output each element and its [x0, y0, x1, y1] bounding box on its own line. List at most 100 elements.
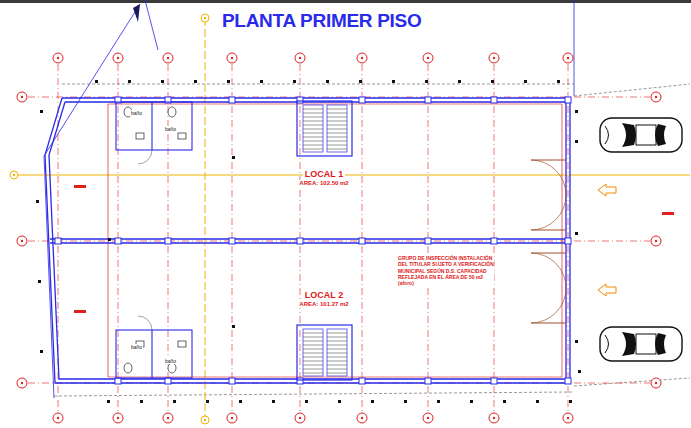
column [359, 97, 365, 103]
level-mark [437, 400, 440, 403]
stair-tread [327, 369, 347, 370]
car-symbol [600, 327, 682, 361]
level-mark [305, 400, 308, 403]
sidewalk-line [54, 392, 574, 396]
stair-tread [303, 369, 323, 370]
grid-bubble [17, 378, 27, 388]
toilet-symbol [124, 363, 132, 373]
grid-bubble-dot [427, 417, 429, 419]
grid-bubble [489, 413, 499, 423]
level-mark [232, 156, 235, 159]
grid-bubble-dot [299, 417, 301, 419]
level-mark [36, 200, 39, 203]
level-mark [524, 80, 527, 83]
room-label: LOCAL 2AREA: 101.27 m2 [297, 290, 350, 307]
stair-tread [327, 145, 347, 146]
grid-bubble-dot [167, 417, 169, 419]
bathroom-wall [151, 102, 152, 150]
yellow-bubble [201, 416, 209, 424]
level-mark [578, 370, 581, 373]
stair-tread [327, 337, 347, 338]
column [425, 97, 431, 103]
grid-bubble [651, 378, 661, 388]
room-name: LOCAL 1 [303, 169, 345, 179]
bathroom-wall [116, 102, 192, 150]
property-line [44, 4, 140, 398]
level-mark [194, 80, 197, 83]
level-mark [575, 140, 578, 143]
column [491, 238, 497, 244]
sidewalk-line [574, 84, 690, 96]
grid-bubble-dot [655, 240, 657, 242]
grid-bubble-dot [655, 96, 657, 98]
room-tag: baño [130, 110, 143, 116]
room-name: LOCAL 2 [303, 290, 345, 300]
stair-tread [303, 349, 323, 350]
exterior-wall [45, 98, 570, 383]
plan-title: PLANTA PRIMER PISO [222, 10, 421, 32]
yellow-bubble [201, 14, 209, 22]
grid-bubble [17, 236, 27, 246]
stair-tread [303, 341, 323, 342]
red-tag [662, 212, 674, 215]
stair-tread [303, 109, 323, 110]
grid-bubble-dot [231, 417, 233, 419]
stair-tread [327, 341, 347, 342]
bathroom-wall [116, 330, 192, 378]
column [297, 238, 303, 244]
column [565, 97, 571, 103]
level-mark [38, 280, 41, 283]
room-tag: baño [164, 126, 177, 132]
interior-line [108, 377, 562, 378]
door-swing [531, 195, 566, 230]
grid-bubble-dot [361, 57, 363, 59]
grid-bubble-dot [299, 57, 301, 59]
level-mark [95, 80, 98, 83]
stair-tread [303, 121, 323, 122]
column [359, 238, 365, 244]
grid-bubble-dot [567, 57, 569, 59]
grid-bubble-dot [655, 382, 657, 384]
stair-tread [327, 361, 347, 362]
red-tag [74, 185, 86, 188]
grid-bubble-dot [567, 417, 569, 419]
level-mark [575, 232, 578, 235]
column [115, 378, 121, 384]
stair-tread [303, 337, 323, 338]
grid-bubble [227, 53, 237, 63]
level-mark [470, 400, 473, 403]
sink-symbol [178, 341, 186, 347]
grid-bubble-dot [21, 382, 23, 384]
grid-bubble-dot [117, 417, 119, 419]
grid-bubble [53, 53, 63, 63]
grid-bubble-dot [204, 17, 206, 19]
level-mark [536, 400, 539, 403]
stair-tread [303, 113, 323, 114]
stair-tread [303, 345, 323, 346]
column [425, 238, 431, 244]
level-mark [359, 80, 362, 83]
room-tag: baño [130, 344, 143, 350]
grid-bubble [295, 53, 305, 63]
level-mark [108, 238, 111, 241]
bathroom-wall [151, 330, 152, 378]
stair-tread [327, 133, 347, 134]
level-mark [404, 400, 407, 403]
level-mark [293, 80, 296, 83]
grid-bubble [113, 53, 123, 63]
grid-bubble-dot [493, 417, 495, 419]
grid-bubble-dot [57, 57, 59, 59]
level-mark [40, 110, 43, 113]
stair-tread [327, 365, 347, 366]
level-mark [557, 80, 560, 83]
stair-run [327, 105, 347, 152]
note-text: GRUPO DE INSPECCIÓN INSTALACIÓN DEL TITU… [398, 255, 494, 286]
sink-symbol [178, 133, 186, 139]
stair-tread [303, 373, 323, 374]
yellow-axis [205, 18, 206, 424]
entry-arrow [598, 184, 616, 196]
stair-tread [327, 357, 347, 358]
grid-bubble [563, 53, 573, 63]
